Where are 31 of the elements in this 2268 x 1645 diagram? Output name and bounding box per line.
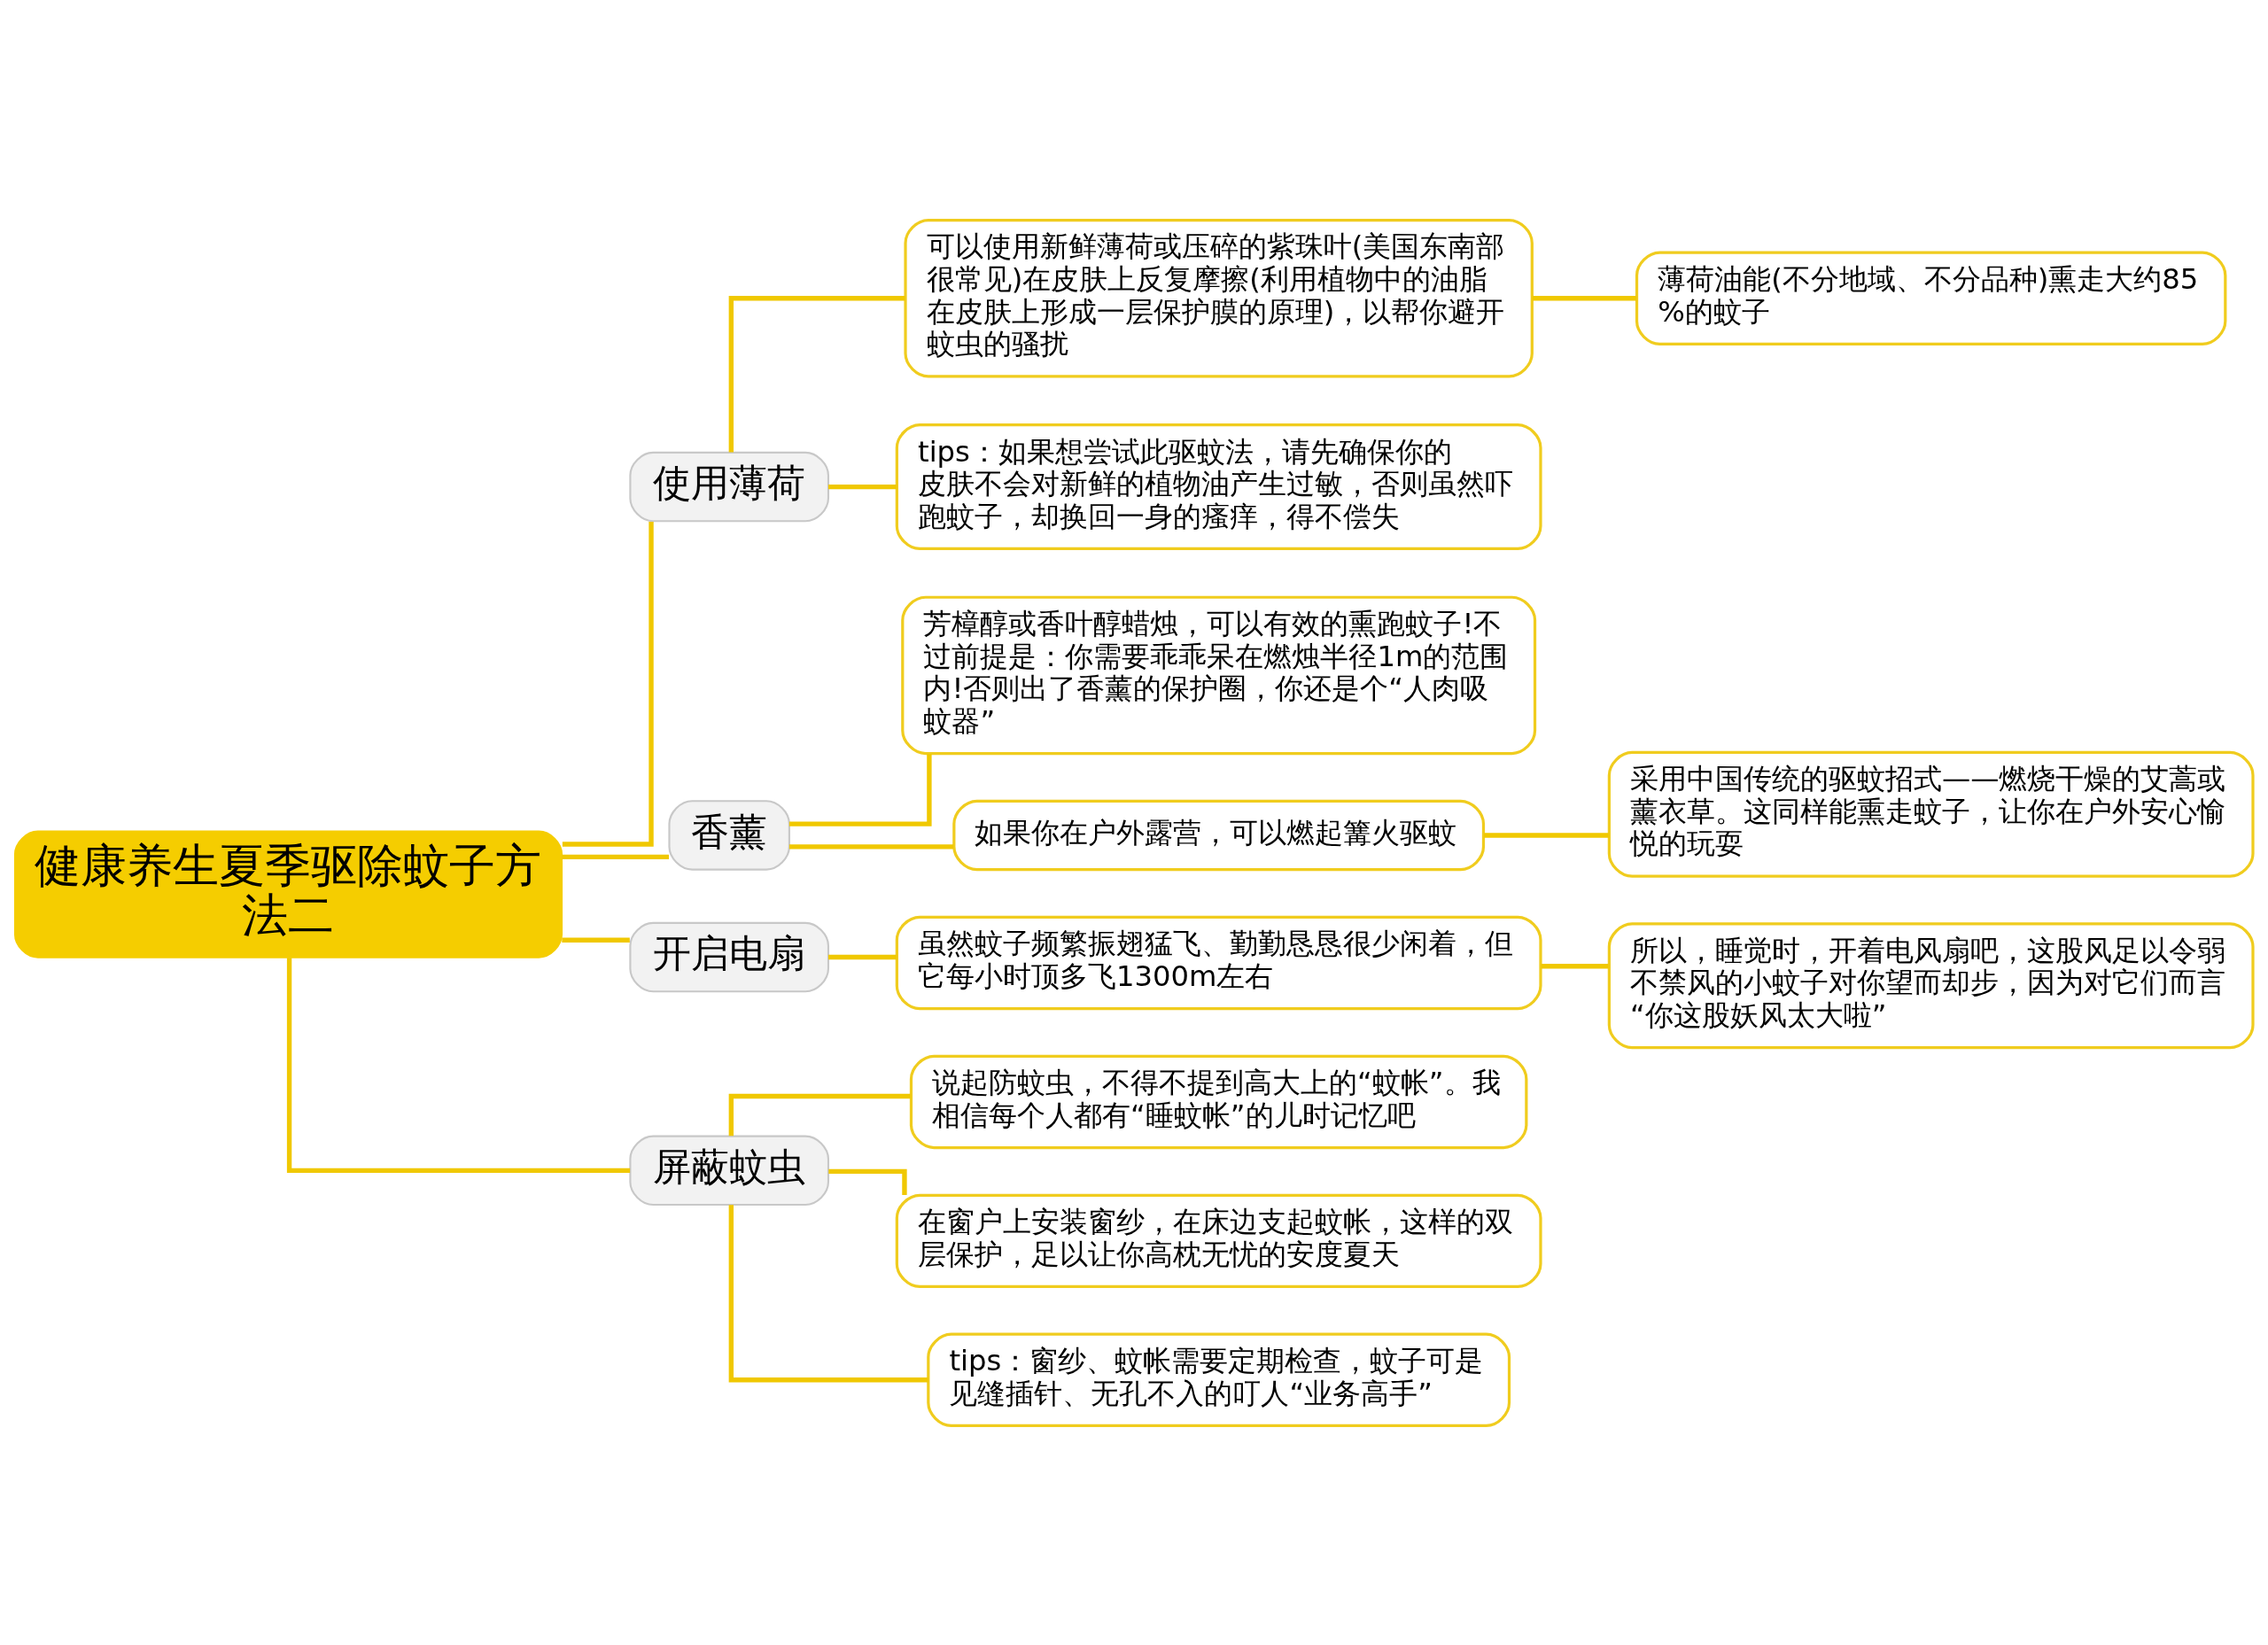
connector <box>788 753 932 826</box>
connector <box>1532 295 1637 300</box>
connector <box>562 521 654 847</box>
connector <box>728 1093 911 1136</box>
node-box: 在窗户上安装窗纱，在床边支起蚊帐，这样的双层保护，足以让你高枕无忧的安度夏天 <box>895 1193 1542 1288</box>
node-box: 使用薄荷 <box>629 451 830 522</box>
node-box: 屏蔽蚊虫 <box>629 1135 830 1206</box>
connector <box>1484 832 1610 838</box>
node-box: 香薰 <box>668 799 790 871</box>
connector <box>728 1204 928 1382</box>
node-box: 所以，睡觉时，开着电风扇吧，这股风足以令弱不禁风的小蚊子对你望而却步，因为对它们而言“你这股妖风太大啦” <box>1607 921 2255 1049</box>
connector <box>1541 963 1609 968</box>
node-box: tips：窗纱、蚊帐需要定期检查，蚊子可是见缝插针、无孔不入的叮人“业务高手” <box>927 1332 1511 1427</box>
node-box: 薄荷油能(不分地域、不分品种)熏走大约85%的蚊子 <box>1635 251 2227 345</box>
node-box: 芳樟醇或香叶醇蜡烛，可以有效的熏跑蚊子!不过前提是：你需要乖乖呆在燃烛半径1m的范围内!否则出了香薰的保护圈，你还是个“人肉吸蚊器” <box>901 595 1537 755</box>
node-box: 采用中国传统的驱蚊招式——燃烧干燥的艾蒿或薰衣草。这同样能熏走蚊子，让你在户外安心愉悦的玩耍 <box>1607 750 2255 878</box>
node-box: 健康养生夏季驱除蚊子方法二 <box>13 830 563 958</box>
connector <box>728 295 905 453</box>
node-box: 说起防蚊虫，不得不提到高大上的“蚊帐”。我相信每个人都有“睡蚊帐”的儿时记忆吧 <box>909 1054 1528 1149</box>
connector <box>562 854 670 859</box>
connector <box>828 484 897 489</box>
connector <box>828 954 897 959</box>
connector <box>788 843 954 850</box>
connector <box>828 1168 907 1195</box>
connector <box>286 957 631 1173</box>
node-box: 虽然蚊子频繁振翅猛飞、勤勤恳恳很少闲着，但它每小时顶多飞1300m左右 <box>895 915 1542 1010</box>
node-box: 开启电扇 <box>629 921 830 992</box>
node-box: tips：如果想尝试此驱蚊法，请先确保你的皮肤不会对新鲜的植物油产生过敏，否则虽然吓跑蚊子，却换回一身的瘙痒，得不偿失 <box>895 423 1542 550</box>
node-box: 可以使用新鲜薄荷或压碎的紫珠叶(美国东南部很常见)在皮肤上反复摩擦(利用植物中的油脂在皮肤上形成一层保护膜的原理)，以帮你避开蚊虫的骚扰 <box>904 218 1534 377</box>
node-box: 如果你在户外露营，可以燃起篝火驱蚊 <box>952 799 1486 871</box>
connector <box>562 937 630 943</box>
